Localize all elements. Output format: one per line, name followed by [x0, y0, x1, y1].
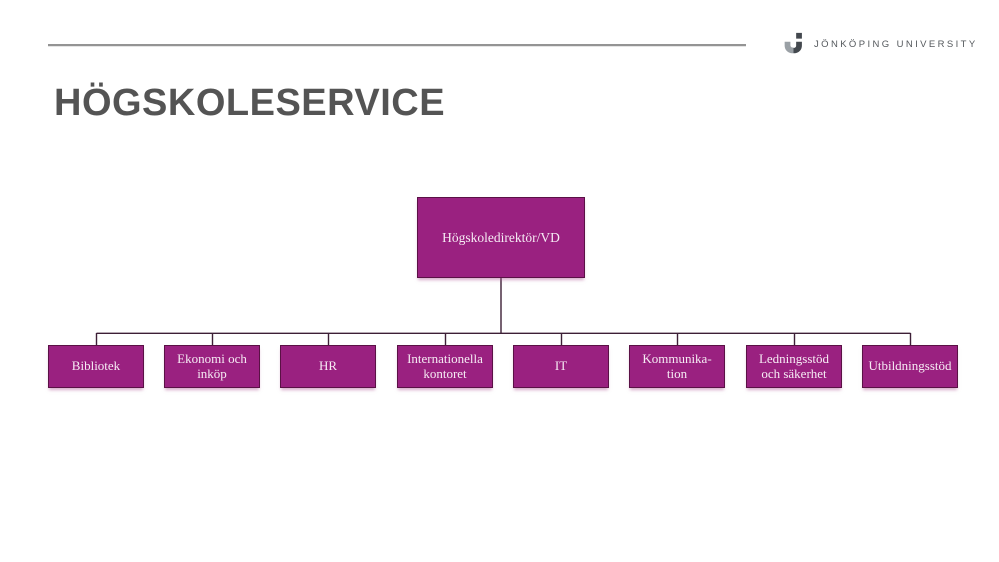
orgchart-box-kommunikation: Kommunika- tion	[629, 345, 725, 388]
orgchart-root-box: Högskoledirektör/VD	[417, 197, 585, 278]
orgchart-box-it: IT	[513, 345, 609, 388]
university-name: JÖNKÖPING UNIVERSITY	[814, 38, 978, 50]
orgchart-box-label: Ekonomi och inköp	[177, 350, 247, 381]
university-logo: JÖNKÖPING UNIVERSITY	[782, 30, 978, 56]
orgchart-box-hr: HR	[280, 345, 376, 388]
orgchart-box-ledningsstod-och-sakerhet: Ledningsstöd och säkerhet	[746, 345, 842, 388]
orgchart-box-label: Bibliotek	[71, 358, 121, 374]
orgchart-box-label: Ledningsstöd och säkerhet	[758, 350, 830, 381]
orgchart-box-label: Kommunika- tion	[642, 350, 712, 381]
orgchart-box-label: IT	[554, 358, 568, 374]
header-divider	[48, 44, 746, 46]
orgchart-box-internationella-kontoret: Internationella kontoret	[397, 345, 493, 388]
orgchart-box-label: Utbildningsstöd	[868, 358, 952, 374]
orgchart-box-ekonomi-och-inkop: Ekonomi och inköp	[164, 345, 260, 388]
page-title: HÖGSKOLESERVICE	[54, 82, 446, 124]
orgchart-box-label: Internationella kontoret	[407, 350, 483, 381]
orgchart-box-bibliotek: Bibliotek	[48, 345, 144, 388]
orgchart-root-label: Högskoledirektör/VD	[442, 229, 560, 245]
orgchart-box-label: HR	[318, 358, 338, 374]
ju-monogram-icon	[784, 32, 802, 53]
orgchart-box-utbildningsstod: Utbildningsstöd	[862, 345, 958, 388]
